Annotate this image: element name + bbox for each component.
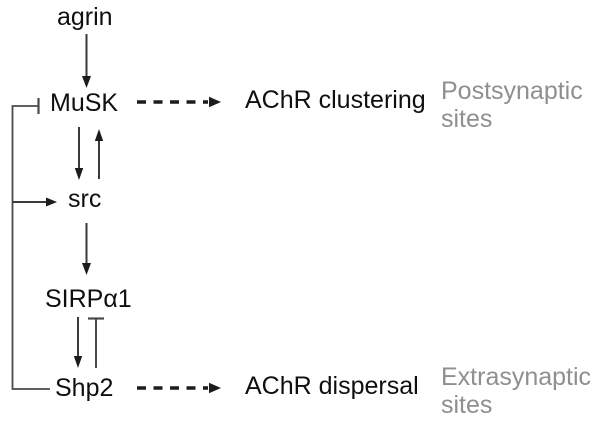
feedback-line-shp2 <box>11 105 50 390</box>
node-sirpa1: SIRPα1 <box>45 285 132 313</box>
inhibitor-shp2-to-sirpa1 <box>88 317 104 368</box>
arrow-musk-to-src <box>74 127 84 180</box>
outcome-achr-dispersal: AChR dispersal <box>245 372 419 400</box>
arrow-shp2-to-src <box>12 197 57 207</box>
dashed-arrow-shp2-to-dispersal <box>137 382 221 394</box>
dashed-arrow-musk-to-clustering <box>137 96 221 108</box>
arrow-src-to-musk <box>94 129 104 179</box>
node-shp2: Shp2 <box>55 374 114 402</box>
region-postsynaptic-sites: Postsynaptic sites <box>441 77 583 133</box>
outcome-achr-clustering: AChR clustering <box>245 86 426 114</box>
node-src: src <box>68 185 102 213</box>
node-musk: MuSK <box>50 89 119 117</box>
region-extrasynaptic-sites: Extrasynaptic sites <box>441 363 592 419</box>
node-agrin: agrin <box>57 3 113 31</box>
arrow-src-to-sirpa1 <box>82 223 91 275</box>
arrow-sirpa1-to-shp2 <box>73 317 83 368</box>
arrow-agrin-to-musk <box>82 34 91 88</box>
